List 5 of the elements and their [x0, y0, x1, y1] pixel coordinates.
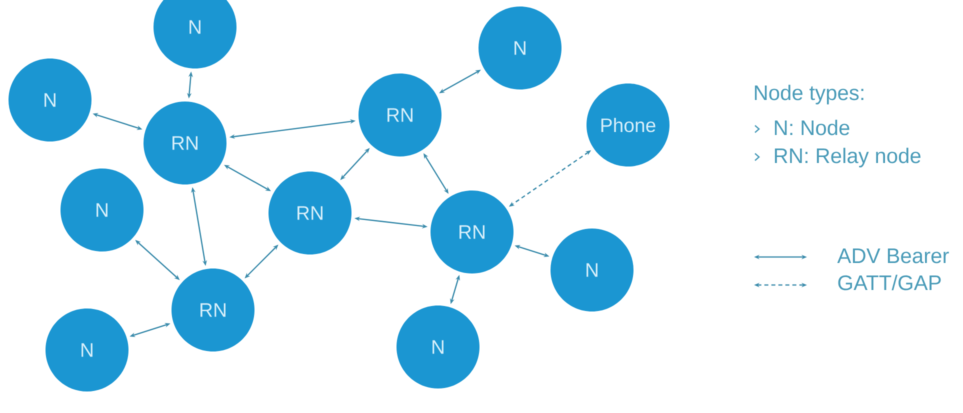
- legend-text: N: Node: [774, 120, 850, 136]
- legend-text: ADV Bearer: [837, 248, 949, 264]
- legend-text: RN: Relay node: [774, 148, 920, 168]
- legend-text: GATT/GAP: [838, 274, 941, 290]
- legend-heading: Node types:: [754, 84, 864, 104]
